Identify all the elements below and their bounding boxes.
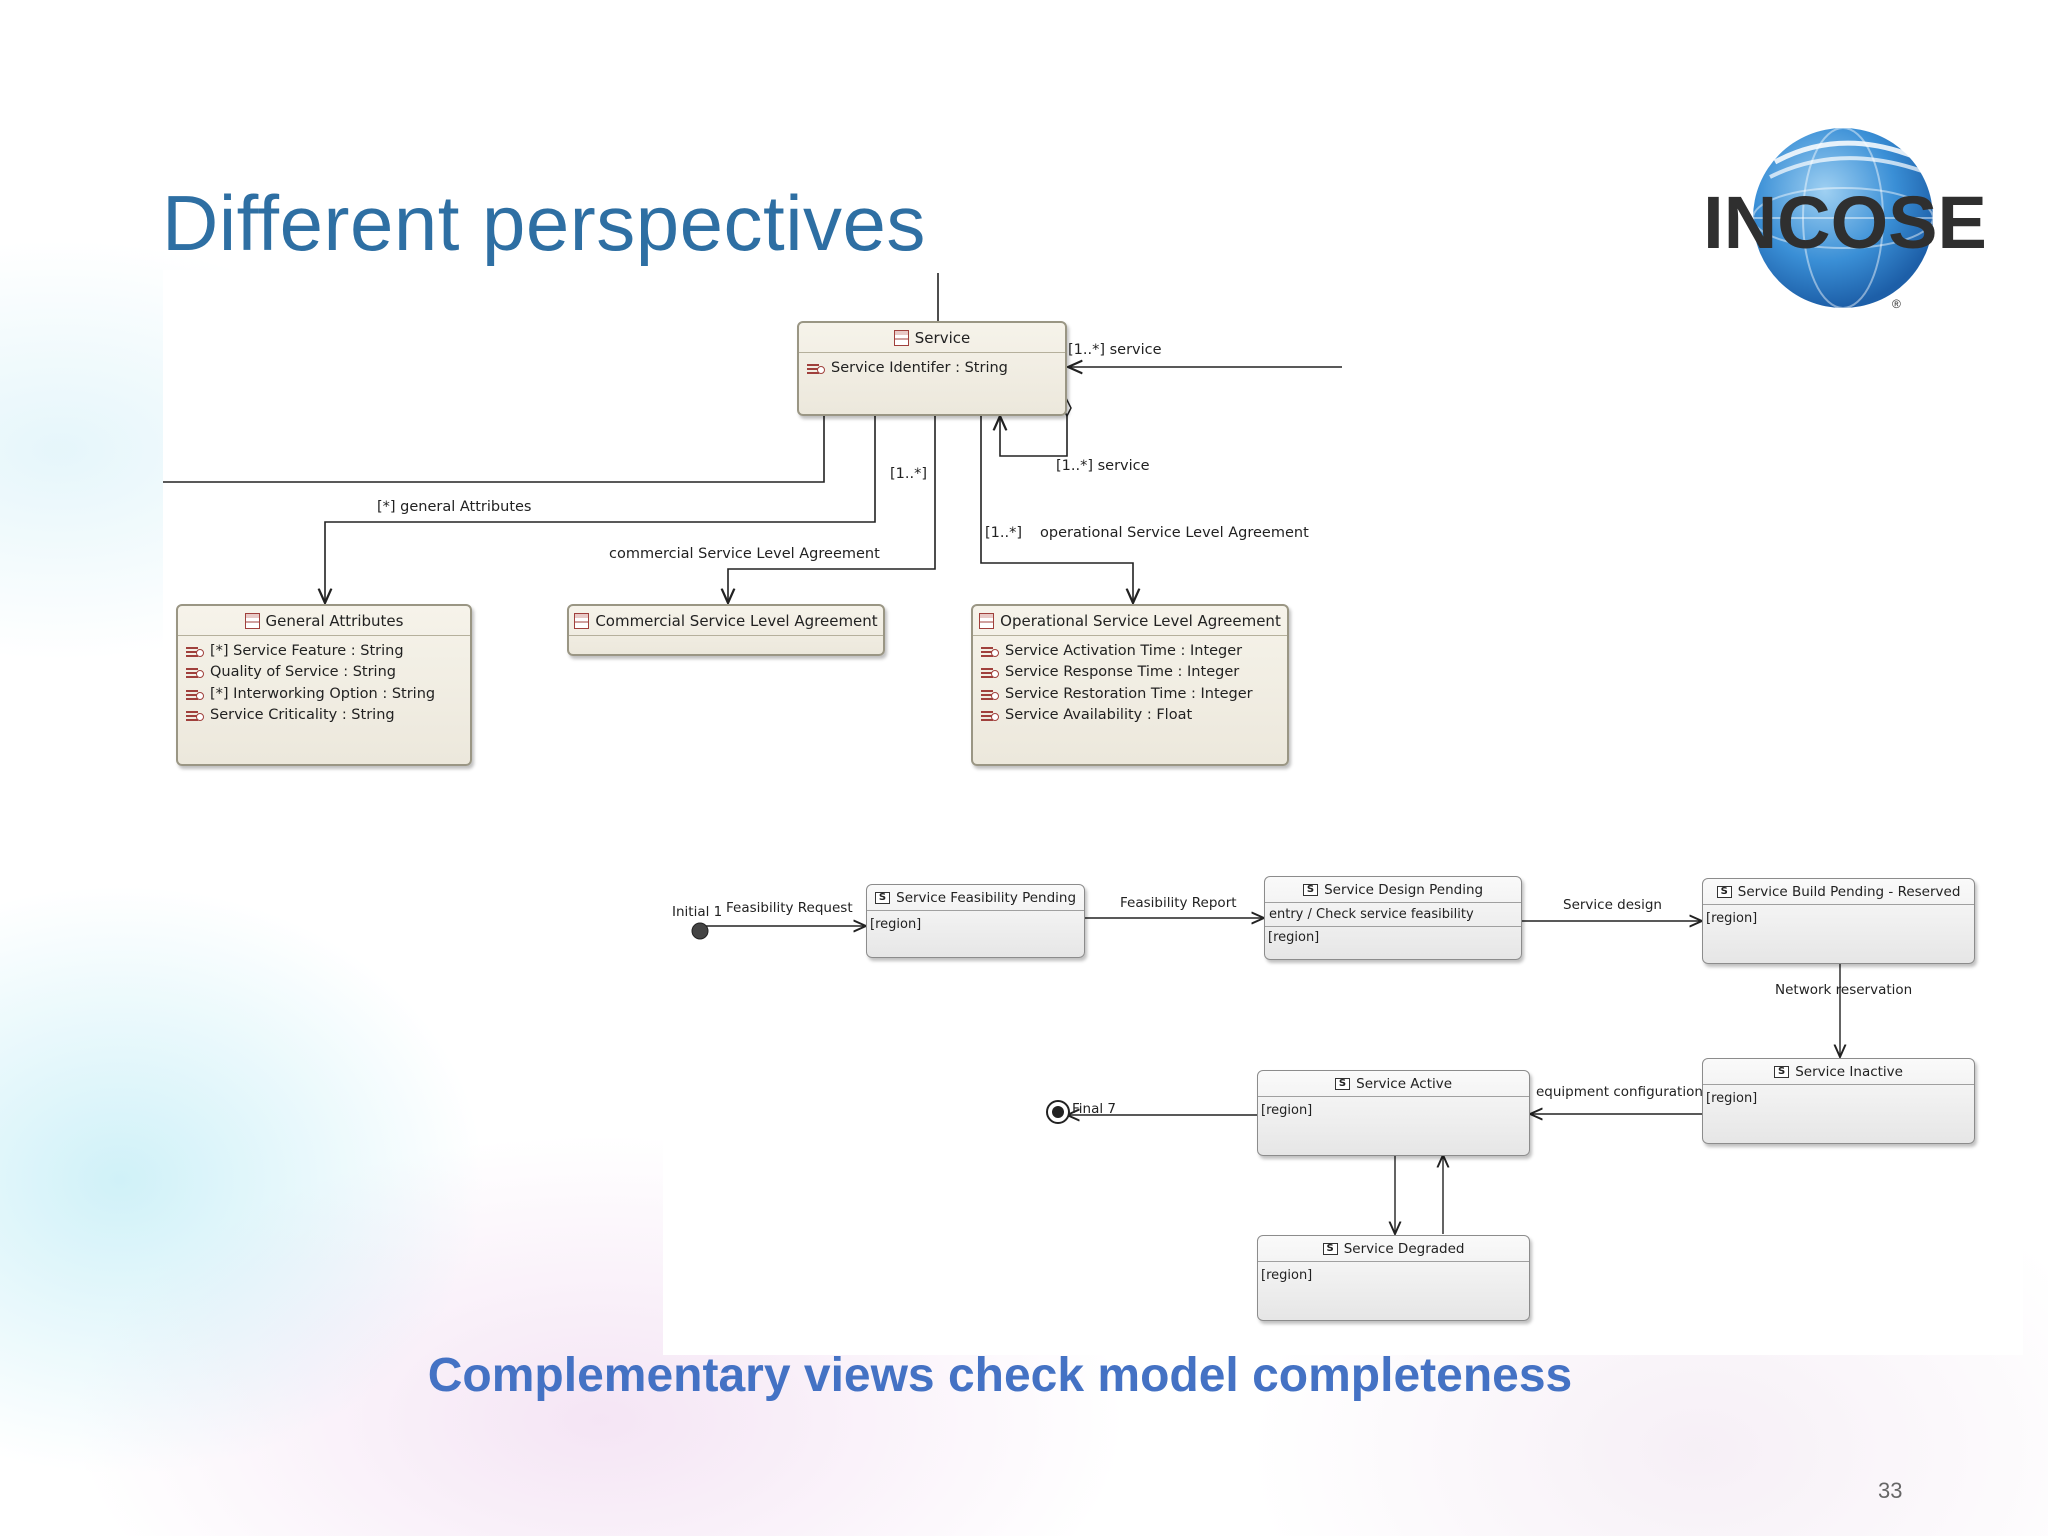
state-icon: S xyxy=(1716,885,1732,898)
state-build-pending[interactable]: S Service Build Pending - Reserved [regio… xyxy=(1702,878,1975,964)
state-icon: S xyxy=(1774,1065,1790,1078)
state-icon: S xyxy=(1334,1077,1351,1090)
state-region: [region] xyxy=(870,917,922,932)
label-operational-role: operational Service Level Agreement xyxy=(1040,525,1309,541)
label-network-reservation: Network reservation xyxy=(1775,982,1913,998)
label-mult-operational: [1..*] xyxy=(985,525,1023,541)
state-icon: S xyxy=(1322,1242,1338,1255)
label-final: Final 7 xyxy=(1072,1101,1116,1117)
class-commercial-sla[interactable]: Commercial Service Level Agreement xyxy=(567,604,885,656)
label-feasibility-request: Feasibility Request xyxy=(726,900,853,916)
state-inactive[interactable]: S Service Inactive [region] xyxy=(1702,1058,1975,1144)
attribute: Service Response Time : Integer xyxy=(1005,664,1240,681)
state-active[interactable]: S Service Active [region] xyxy=(1257,1070,1530,1156)
page-number: 33 xyxy=(1878,1478,1903,1503)
class-icon xyxy=(979,612,995,629)
label-commercial-role: commercial Service Level Agreement xyxy=(609,546,880,562)
state-name: Service Degraded xyxy=(1343,1240,1465,1257)
state-entry-action: entry / Check service feasibility xyxy=(1265,903,1521,927)
slide-subtitle: Complementary views check model complete… xyxy=(427,1349,1573,1402)
class-service[interactable]: Service Service Identifer : String xyxy=(797,321,1067,416)
state-icon: S xyxy=(1302,883,1319,896)
attribute: [*] Service Feature : String xyxy=(210,642,404,659)
label-service-in: [1..*] service xyxy=(1068,342,1162,358)
incose-logo: INCOSE ® xyxy=(1700,122,1990,322)
attribute-icon xyxy=(981,666,999,679)
label-equipment-configuration: equipment configuration xyxy=(1536,1084,1703,1100)
class-icon xyxy=(574,612,590,629)
state-region: [region] xyxy=(1268,930,1320,945)
class-name: Operational Service Level Agreement xyxy=(1000,611,1281,630)
state-degraded[interactable]: S Service Degraded [region] xyxy=(1257,1235,1530,1321)
state-region: [region] xyxy=(1706,1091,1758,1106)
attribute: Service Activation Time : Integer xyxy=(1005,642,1243,659)
state-design-pending[interactable]: S Service Design Pending entry / Check se… xyxy=(1264,876,1522,960)
state-region: [region] xyxy=(1706,911,1758,926)
attribute-icon xyxy=(807,362,825,374)
slide-title: Different perspectives xyxy=(162,179,926,267)
class-icon xyxy=(244,612,260,629)
state-name: Service Active xyxy=(1356,1075,1453,1092)
label-feasibility-report: Feasibility Report xyxy=(1120,895,1237,911)
label-mult-commercial: [1..*] xyxy=(890,466,928,482)
attribute: Service Criticality : String xyxy=(210,707,395,724)
label-service-self: [1..*] service xyxy=(1056,458,1150,474)
attribute: Service Identifer : String xyxy=(831,359,1008,376)
label-general-attributes-role: [*] general Attributes xyxy=(377,499,532,515)
class-general-attributes[interactable]: General Attributes [*] Service Feature :… xyxy=(176,604,472,766)
label-initial: Initial 1 xyxy=(672,904,723,920)
initial-state-icon xyxy=(691,922,709,940)
state-feasibility-pending[interactable]: S Service Feasibility Pending [region] xyxy=(866,884,1085,958)
attribute-icon xyxy=(981,688,999,700)
state-name: Service Build Pending - Reserved xyxy=(1737,883,1961,900)
svg-text:®: ® xyxy=(1892,297,1901,311)
state-name: Service Design Pending xyxy=(1324,881,1484,898)
state-icon: S xyxy=(874,891,891,904)
svg-text:INCOSE: INCOSE xyxy=(1703,181,1987,264)
attribute: Service Availability : Float xyxy=(1005,707,1193,724)
attribute-icon xyxy=(186,709,204,722)
attribute-icon xyxy=(981,709,999,722)
state-region: [region] xyxy=(1261,1103,1313,1118)
class-name: Service xyxy=(914,328,971,347)
state-region: [region] xyxy=(1261,1268,1313,1283)
label-service-design: Service design xyxy=(1563,897,1662,913)
class-name: Commercial Service Level Agreement xyxy=(595,611,878,630)
class-icon xyxy=(893,329,909,346)
attribute: Quality of Service : String xyxy=(210,664,396,681)
attribute-icon xyxy=(186,688,204,700)
attribute-icon xyxy=(981,645,999,657)
attribute: [*] Interworking Option : String xyxy=(210,685,436,702)
class-name: General Attributes xyxy=(265,611,404,630)
class-operational-sla[interactable]: Operational Service Level Agreement Serv… xyxy=(971,604,1289,766)
state-name: Service Inactive xyxy=(1795,1063,1903,1080)
state-name: Service Feasibility Pending xyxy=(896,889,1077,906)
attribute: Service Restoration Time : Integer xyxy=(1005,685,1253,702)
attribute-icon xyxy=(186,666,204,679)
attribute-icon xyxy=(186,645,204,657)
